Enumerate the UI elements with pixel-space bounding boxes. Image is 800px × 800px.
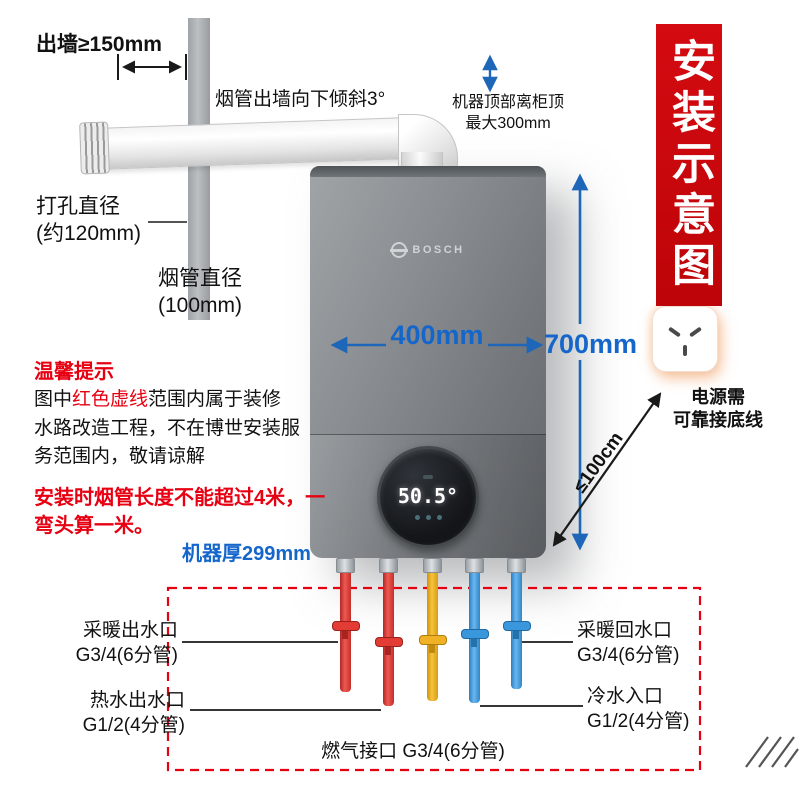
- pipe-connector: [379, 558, 398, 573]
- valve-handle: [419, 635, 447, 645]
- page-title: 安装示意图: [665, 37, 714, 293]
- pipe-connector: [465, 558, 484, 573]
- display-temperature: 50.5°: [397, 483, 459, 508]
- valve-stem: [429, 644, 435, 653]
- display-button-dots: [414, 514, 442, 520]
- valve-stem: [342, 630, 348, 639]
- heating-out-label: 采暖出水口 G3/4(6分管): [75, 620, 178, 666]
- power-outlet-caption: 电源需 可靠接底线: [673, 387, 763, 431]
- power-distance-label: ≤100cm: [569, 428, 628, 498]
- hole-diameter-label: 打孔直径 (约120mm): [36, 195, 142, 245]
- outlet-slot: [668, 326, 681, 338]
- boiler-top-edge: [310, 166, 546, 177]
- valve-stem: [471, 638, 477, 647]
- gas-port-label: 燃气接口 G3/4(6分管): [321, 741, 505, 762]
- bosch-logo-icon: [390, 242, 409, 258]
- wall-clearance-label: 出墙≥150mm: [36, 33, 162, 56]
- brand-text: BOSCH: [412, 244, 465, 256]
- height-label: 700mm: [544, 329, 638, 359]
- flue-tilt-label: 烟管出墙向下倾斜3°: [215, 89, 386, 110]
- pipe-connector: [423, 558, 442, 573]
- heating-return-label: 采暖回水口 G3/4(6分管): [577, 620, 680, 666]
- boiler-unit: BOSCH 50.5°: [310, 166, 546, 558]
- pipe-connector: [507, 558, 526, 573]
- title-banner: 安装示意图: [656, 24, 722, 306]
- ground-hatch-symbol: [745, 736, 799, 768]
- tips-title: 温馨提示: [34, 361, 114, 383]
- gas-pipe: [427, 558, 438, 701]
- depth-label: 机器厚299mm: [182, 543, 311, 565]
- power-outlet-icon: [652, 306, 718, 372]
- cabinet-gap-label: 机器顶部离柜顶 最大300mm: [451, 94, 564, 132]
- outlet-slot: [683, 345, 687, 356]
- tips-warning: 安装时烟管长度不能超过4米，一弯头算一米。: [34, 487, 326, 537]
- wall-column: [188, 18, 210, 320]
- temperature-display: 50.5°: [377, 446, 479, 548]
- valve-handle: [461, 629, 489, 639]
- valve-handle: [375, 637, 403, 647]
- cold-water-in-label: 冷水入口 G1/2(4分管): [587, 686, 690, 732]
- outlet-slot: [689, 326, 702, 338]
- width-label: 400mm: [390, 320, 484, 350]
- tips-body: 图中红色虚线范围内属于装修水路改造工程，不在博世安装服务范围内，敬请谅解: [34, 389, 301, 467]
- bosch-logo: BOSCH: [310, 242, 546, 258]
- valve-stem: [513, 630, 519, 639]
- tips-highlight: 红色虚线: [72, 389, 149, 410]
- flue-pipe-end-cap: [79, 121, 110, 175]
- hot-water-out-label: 热水出水口 G1/2(4分管): [82, 690, 185, 736]
- valve-handle: [332, 621, 360, 631]
- hot-water-out-pipe: [383, 558, 394, 706]
- flue-diameter-label: 烟管直径 (100mm): [157, 267, 242, 317]
- valve-handle: [503, 621, 531, 631]
- flue-pipe-horizontal: [95, 117, 411, 170]
- pipe-connector: [336, 558, 355, 573]
- valve-stem: [385, 646, 391, 655]
- display-status-icon: [423, 474, 433, 479]
